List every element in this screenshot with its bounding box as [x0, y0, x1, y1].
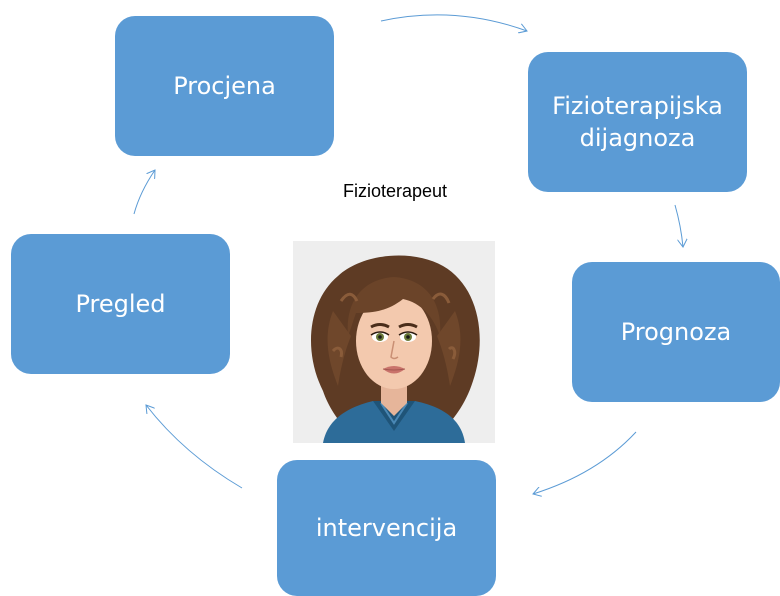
- center-title: Fizioterapeut: [342, 181, 448, 201]
- arrow-procjena-to-dijagnoza: [380, 14, 527, 31]
- arrow-pregled-to-procjena: [133, 170, 155, 215]
- woman-avatar-icon: [293, 241, 495, 443]
- step-procjena: Procjena: [115, 16, 334, 156]
- step-fizioterapijska-dijagnoza: Fizioterapijska dijagnoza: [528, 52, 747, 192]
- step-pregled: Pregled: [11, 234, 230, 374]
- arrow-prognoza-to-intervencija: [533, 431, 637, 494]
- step-intervencija: intervencija: [277, 460, 496, 596]
- arrow-intervencija-to-pregled: [146, 405, 243, 489]
- step-prognoza: Prognoza: [572, 262, 780, 402]
- arrow-dijagnoza-to-prognoza: [674, 204, 683, 247]
